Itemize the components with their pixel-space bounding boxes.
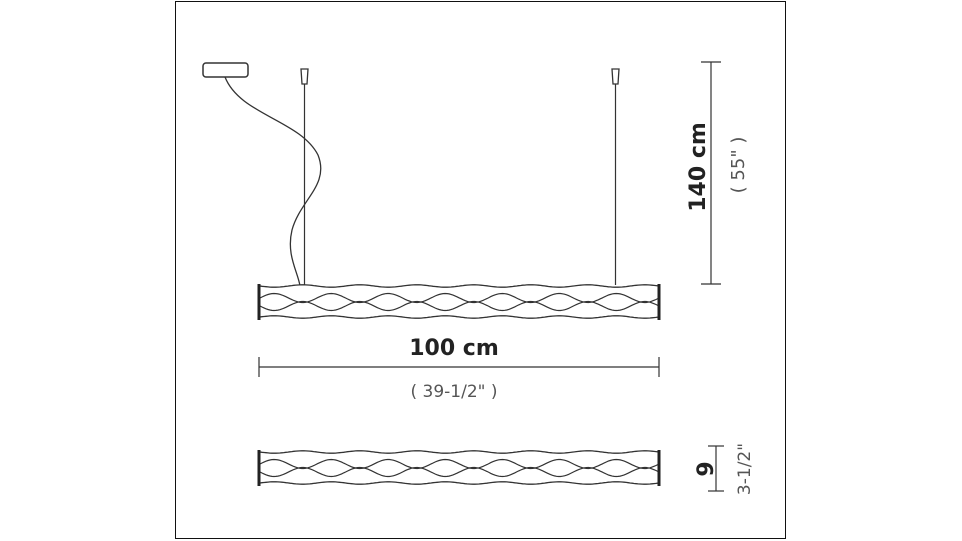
ceiling-canopy <box>202 62 249 78</box>
height-dimension <box>701 61 721 285</box>
height-imperial-label: ( 55" ) <box>728 137 749 194</box>
diagram-frame <box>175 1 786 539</box>
length-dimension <box>258 357 660 377</box>
right-suspension-clamp <box>611 68 620 85</box>
depth-metric-label: 9 <box>694 461 719 476</box>
lamp-body-side <box>257 450 661 486</box>
left-suspension-clamp <box>300 68 309 85</box>
lamp-body-front <box>257 284 661 320</box>
height-metric-label: 140 cm <box>686 122 711 212</box>
length-imperial-label: ( 39-1/2" ) <box>410 382 497 402</box>
power-cable <box>224 76 322 287</box>
depth-imperial-label: 3-1/2" <box>735 443 755 495</box>
depth-dimension <box>708 445 724 492</box>
length-metric-label: 100 cm <box>409 336 499 361</box>
